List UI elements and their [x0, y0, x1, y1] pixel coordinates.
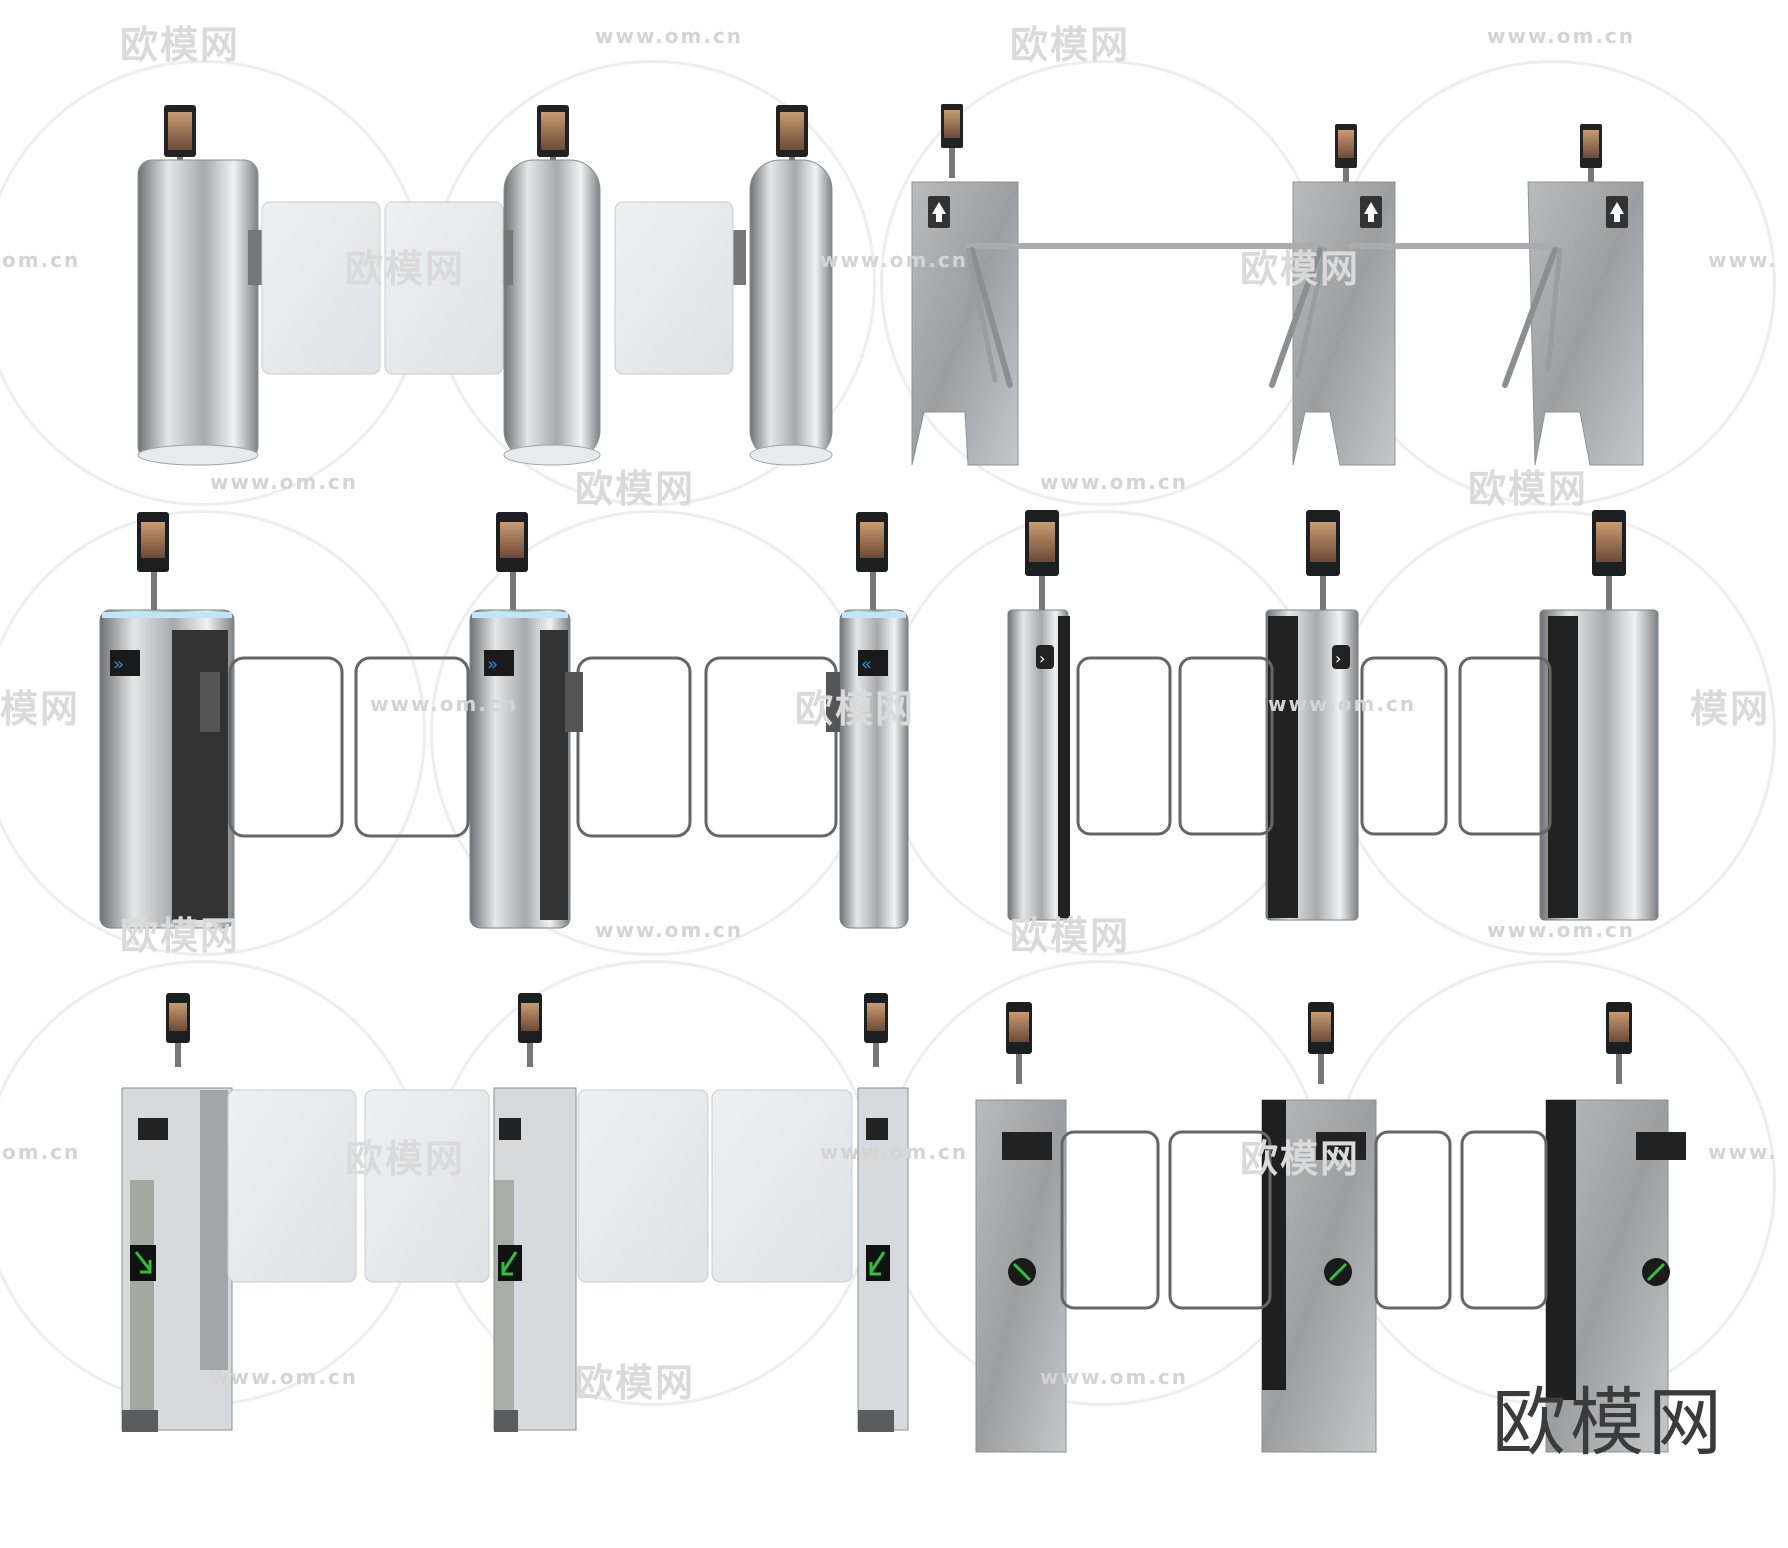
face-recognition-terminal: [137, 512, 169, 612]
face-recognition-terminal: [1606, 1002, 1632, 1084]
svg-text:»: »: [487, 654, 498, 675]
face-recognition-terminal: [856, 512, 888, 612]
swing-gate-set-4: [121, 993, 909, 1432]
face-recognition-terminal: [1306, 510, 1340, 610]
face-recognition-terminal: [166, 993, 190, 1067]
face-recognition-terminal: [1592, 510, 1626, 610]
face-recognition-terminal: [1308, 1002, 1334, 1084]
face-recognition-terminal: [518, 993, 542, 1067]
face-recognition-terminal: [776, 105, 808, 169]
tripod-turnstile-set: [911, 104, 1644, 466]
face-recognition-terminal: [164, 105, 196, 167]
svg-text:«: «: [861, 654, 872, 675]
face-recognition-terminal: [537, 105, 569, 169]
swing-gate-set-2: » » «: [99, 512, 909, 929]
face-recognition-terminal: [1580, 124, 1602, 184]
swing-gate-set-5: [975, 1002, 1686, 1453]
brand-logo-text: 欧模网: [1492, 1380, 1726, 1466]
swing-gate-set-1: [137, 105, 833, 466]
swing-gate-set-3: › ›: [1007, 510, 1659, 921]
face-recognition-terminal: [941, 104, 963, 178]
svg-text:›: ›: [1335, 649, 1341, 668]
svg-text:»: »: [113, 654, 124, 675]
face-recognition-terminal: [1025, 510, 1059, 610]
face-recognition-terminal: [864, 993, 888, 1067]
face-recognition-terminal: [496, 512, 528, 612]
svg-text:›: ›: [1039, 649, 1045, 668]
face-recognition-terminal: [1335, 124, 1357, 184]
face-recognition-terminal: [1006, 1002, 1032, 1084]
